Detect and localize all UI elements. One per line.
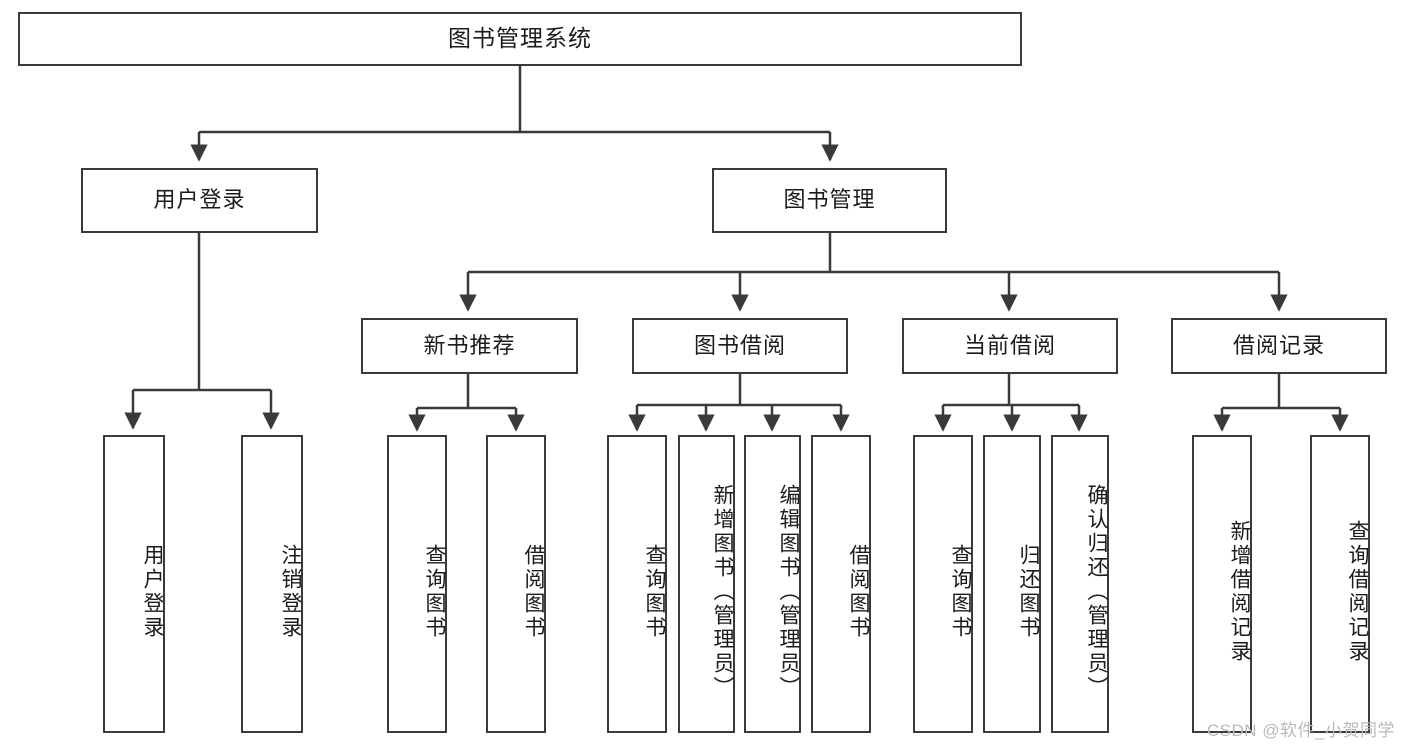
node-label: 借阅记录 — [1232, 332, 1325, 358]
node-label: 注销登录 — [279, 544, 302, 640]
leaf-recommend-borrow-book[interactable]: 借阅图书 — [486, 435, 546, 733]
leaf-borrow-add-book-admin[interactable]: 新增图书（管理员） — [678, 435, 735, 733]
leaf-current-query-book[interactable]: 查询图书 — [913, 435, 973, 733]
node-label: 图书管理 — [783, 187, 876, 213]
node-label: 借阅图书 — [522, 544, 545, 640]
node-label: 图书管理系统 — [448, 25, 592, 52]
leaf-recommend-query-book[interactable]: 查询图书 — [387, 435, 447, 733]
leaf-current-confirm-return-admin[interactable]: 确认归还（管理员） — [1051, 435, 1109, 733]
node-current-borrow[interactable]: 当前借阅 — [902, 318, 1118, 374]
node-root-system[interactable]: 图书管理系统 — [18, 12, 1022, 66]
leaf-user-login-login[interactable]: 用户登录 — [103, 435, 165, 733]
node-label: 查询借阅记录 — [1346, 520, 1369, 664]
node-label: 当前借阅 — [963, 332, 1056, 358]
node-label: 编辑图书（管理员） — [777, 484, 800, 700]
node-label: 用户登录 — [141, 544, 164, 640]
node-user-login[interactable]: 用户登录 — [81, 168, 318, 233]
leaf-borrow-borrow-book[interactable]: 借阅图书 — [811, 435, 871, 733]
node-label: 图书借阅 — [693, 332, 786, 358]
node-book-management[interactable]: 图书管理 — [712, 168, 947, 233]
leaf-user-login-logout[interactable]: 注销登录 — [241, 435, 303, 733]
node-label: 新增图书（管理员） — [711, 484, 734, 700]
node-borrow-record[interactable]: 借阅记录 — [1171, 318, 1387, 374]
leaf-borrow-query-book[interactable]: 查询图书 — [607, 435, 667, 733]
node-label: 借阅图书 — [847, 544, 870, 640]
node-label: 新书推荐 — [423, 332, 516, 358]
leaf-current-return-book[interactable]: 归还图书 — [983, 435, 1041, 733]
node-label: 新增借阅记录 — [1228, 520, 1251, 664]
node-label: 归还图书 — [1017, 544, 1040, 640]
node-label: 查询图书 — [949, 544, 972, 640]
node-label: 查询图书 — [423, 544, 446, 640]
leaf-record-add-record[interactable]: 新增借阅记录 — [1192, 435, 1252, 733]
node-label: 查询图书 — [643, 544, 666, 640]
node-book-borrow[interactable]: 图书借阅 — [632, 318, 848, 374]
leaf-record-query-record[interactable]: 查询借阅记录 — [1310, 435, 1370, 733]
node-label: 确认归还（管理员） — [1085, 484, 1108, 700]
node-label: 用户登录 — [153, 187, 246, 213]
node-new-book-recommend[interactable]: 新书推荐 — [361, 318, 578, 374]
leaf-borrow-edit-book-admin[interactable]: 编辑图书（管理员） — [744, 435, 801, 733]
